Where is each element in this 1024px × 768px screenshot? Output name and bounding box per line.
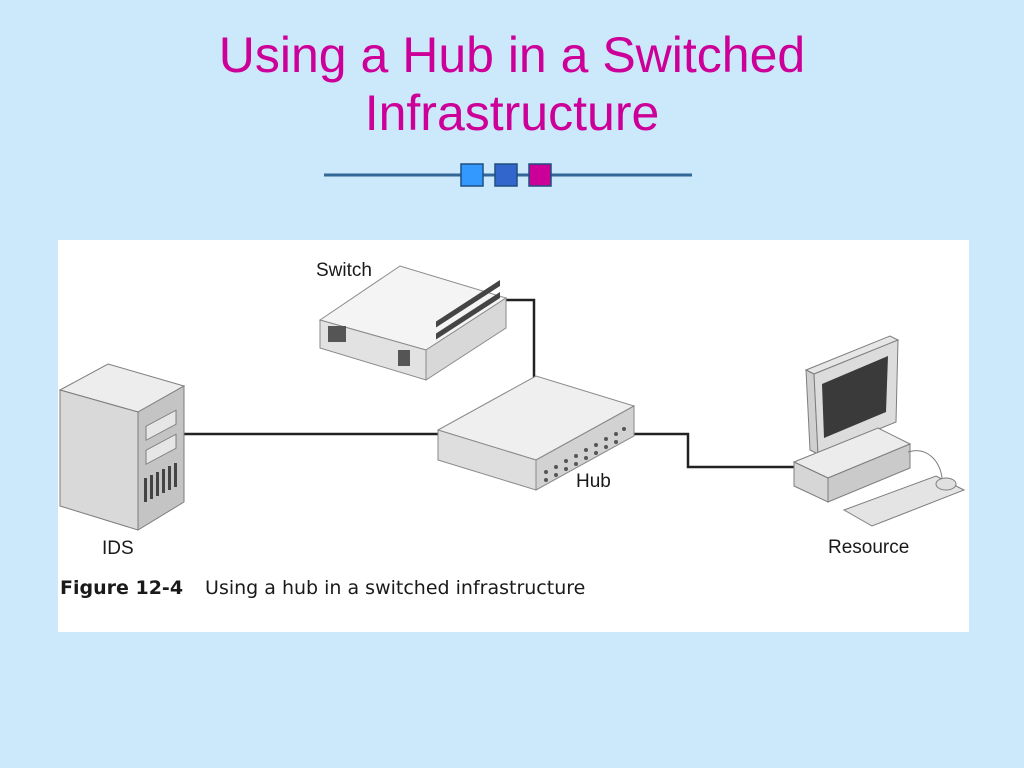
ids-server-device [58,363,186,531]
slide-title-line-2: Infrastructure [364,85,660,141]
hub-label: Hub [576,471,611,492]
slide-title: Using a Hub in a Switched Infrastructure [0,26,1024,142]
resource-label: Resource [828,537,910,558]
hub-resource-link [634,432,798,469]
figure-number: Figure 12-4 [60,577,184,599]
switch-label: Switch [316,260,372,281]
figure-panel: Switch Hub IDS Resource Figure 12-4 Using… [58,240,969,632]
network-diagram [58,265,966,531]
magenta-square-icon [528,163,552,187]
figure-caption-text: Using a hub in a switched infrastructure [205,577,586,599]
title-divider [324,163,692,187]
light-blue-square-icon [460,163,484,187]
blue-square-icon [494,163,518,187]
resource-workstation-device [792,335,966,527]
switch-hub-link [504,298,536,390]
ids-label: IDS [102,538,134,559]
switch-device [318,265,508,381]
connections [184,298,798,469]
figure-caption: Figure 12-4 Using a hub in a switched inf… [60,577,585,599]
slide-title-line-1: Using a Hub in a Switched [218,27,806,83]
hub-device [436,375,636,491]
